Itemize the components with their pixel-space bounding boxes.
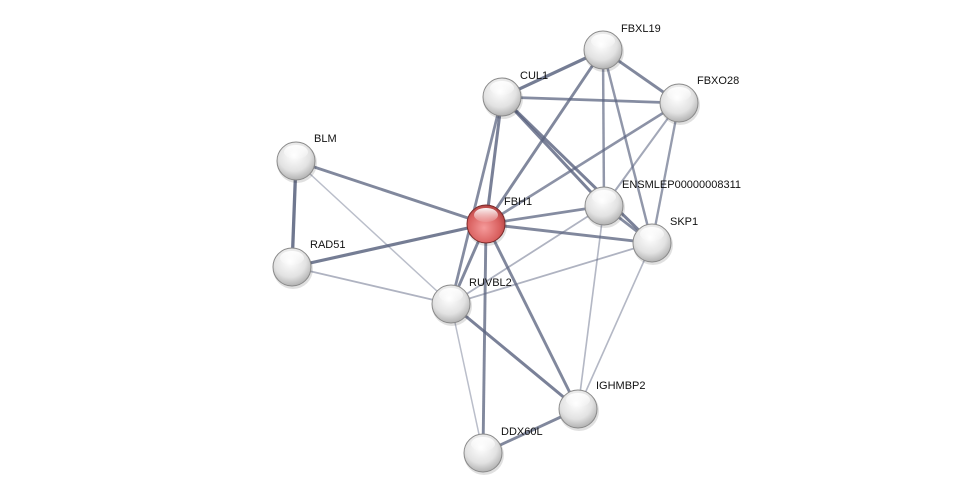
node-ensmlep00000008311[interactable]: ENSMLEP00000008311 [584, 179, 741, 228]
node-fbxo28[interactable]: FBXO28 [659, 75, 739, 125]
node-label: RUVBL2 [469, 277, 512, 289]
node-label: IGHMBP2 [596, 380, 646, 392]
node-label: FBXO28 [697, 75, 739, 87]
node-cul1[interactable]: CUL1 [482, 70, 548, 119]
edge-fbxo28-ensmlep00000008311[interactable] [603, 102, 680, 207]
node-label: FBH1 [504, 196, 532, 208]
edge-ruvbl2-ddx60l[interactable] [450, 303, 484, 454]
edge-fbh1-ddx60l[interactable] [481, 223, 488, 454]
node-label: DDX60L [501, 426, 543, 438]
edge-fbh1-ighmbp2[interactable] [484, 223, 580, 410]
edge-cul1-skp1[interactable] [500, 95, 654, 245]
node-ighmbp2[interactable]: IGHMBP2 [558, 380, 646, 431]
edge-fbxo28-skp1[interactable] [650, 102, 681, 244]
edge-fbh1-skp1[interactable] [485, 222, 653, 245]
node-label: RAD51 [310, 239, 345, 251]
node-ddx60l[interactable]: DDX60L [463, 426, 543, 475]
edge-ruvbl2-ighmbp2[interactable] [450, 302, 579, 411]
node-ruvbl2[interactable]: RUVBL2 [431, 277, 512, 326]
edge-fbxl19-skp1[interactable] [601, 49, 654, 244]
node-fbh1[interactable]: FBH1 [466, 196, 532, 246]
edge-cul1-ruvbl2[interactable] [449, 96, 504, 305]
edge-ensmlep00000008311-ruvbl2[interactable] [450, 205, 605, 305]
node-skp1[interactable]: SKP1 [632, 216, 698, 265]
edge-fbh1-cul1[interactable] [484, 96, 504, 225]
node-blm[interactable]: BLM [276, 133, 337, 183]
edge-ensmlep00000008311-ighmbp2[interactable] [577, 205, 605, 410]
edge-cul1-fbxo28[interactable] [501, 95, 680, 105]
edge-rad51-fbh1[interactable] [291, 222, 487, 269]
edge-fbxl19-ensmlep00000008311[interactable] [601, 49, 606, 207]
edge-blm-ruvbl2[interactable] [295, 160, 452, 305]
node-label: SKP1 [670, 216, 698, 228]
edge-rad51-ruvbl2[interactable] [291, 266, 452, 305]
node-label: FBXL19 [621, 23, 661, 35]
node-label: BLM [314, 133, 337, 145]
node-label: CUL1 [520, 70, 548, 82]
node-rad51[interactable]: RAD51 [272, 239, 345, 289]
node-fbxl19[interactable]: FBXL19 [583, 23, 661, 72]
node-label: ENSMLEP00000008311 [622, 179, 741, 191]
edge-fbh1-fbxo28[interactable] [485, 101, 680, 226]
edge-blm-fbh1[interactable] [295, 159, 487, 226]
edge-skp1-ruvbl2[interactable] [450, 242, 653, 305]
edge-skp1-ighmbp2[interactable] [577, 242, 653, 410]
edge-fbh1-ensmlep00000008311[interactable] [485, 204, 605, 226]
